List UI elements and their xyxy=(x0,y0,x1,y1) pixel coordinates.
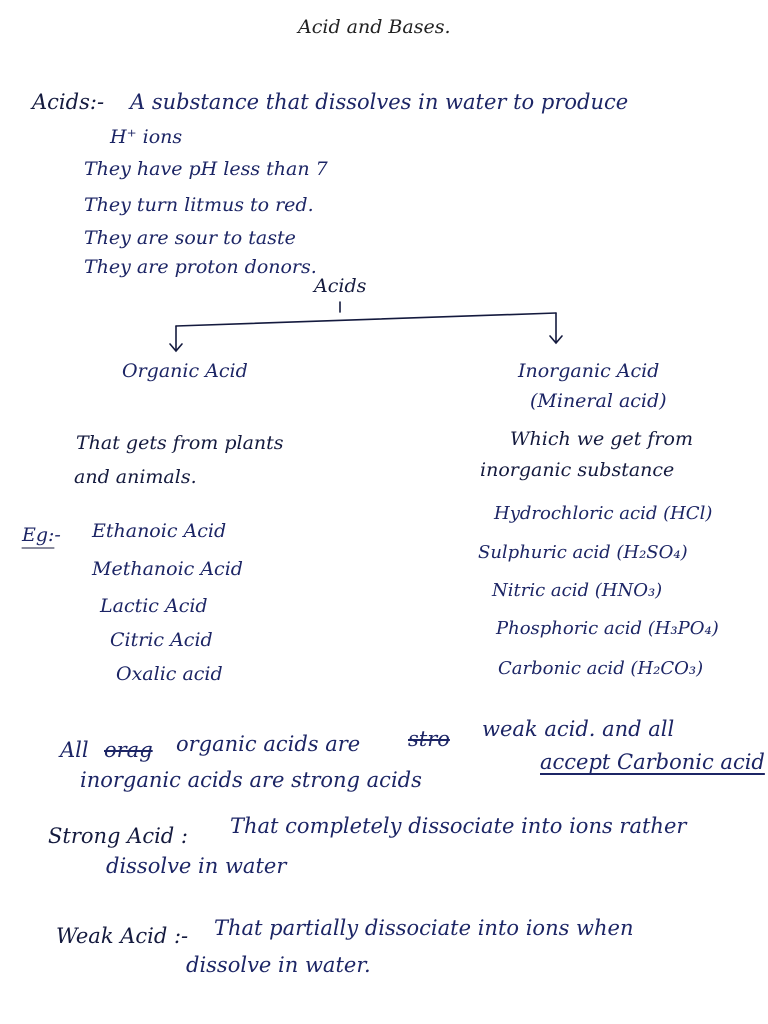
weak-acid-def-line1: That partially dissociate into ions when xyxy=(214,916,634,940)
note-part-1: organic acids are xyxy=(176,732,361,756)
inorganic-desc-line1: Which we get from xyxy=(510,428,693,450)
organic-example-5: Oxalic acid xyxy=(116,663,223,685)
acid-property-4: They are proton donors. xyxy=(84,256,317,278)
note-exception: accept Carbonic acid xyxy=(540,750,765,774)
note-all: All xyxy=(60,738,89,762)
strong-acid-term: Strong Acid : xyxy=(48,824,188,848)
example-label: Eg:- xyxy=(22,524,61,546)
left-arrow-head xyxy=(169,343,183,353)
organic-desc-line1: That gets from plants xyxy=(76,432,284,454)
acids-definition-line1: A substance that dissolves in water to p… xyxy=(130,90,629,114)
organic-example-2: Methanoic Acid xyxy=(92,558,243,580)
right-arrow-head xyxy=(549,335,563,345)
inorganic-example-1: Hydrochloric acid (HCl) xyxy=(494,503,713,524)
inorganic-acid-title: Inorganic Acid xyxy=(518,360,660,382)
inorganic-desc-line2: inorganic substance xyxy=(480,459,675,481)
inorganic-example-5: Carbonic acid (H₂CO₃) xyxy=(498,658,704,679)
weak-acid-term: Weak Acid :- xyxy=(56,924,189,948)
note-struck-word-1: orag xyxy=(104,738,153,762)
strong-acid-def-line2: dissolve in water xyxy=(106,854,287,878)
tree-bar xyxy=(175,312,557,327)
acids-definition-line2: H⁺ ions xyxy=(110,126,183,148)
organic-example-1: Ethanoic Acid xyxy=(92,520,227,542)
organic-acid-title: Organic Acid xyxy=(122,360,248,382)
organic-desc-line2: and animals. xyxy=(74,466,197,488)
note-struck-word-2: stro xyxy=(408,727,450,751)
acid-property-1: They have pH less than 7 xyxy=(84,158,328,180)
weak-acid-def-line2: dissolve in water. xyxy=(186,953,371,977)
inorganic-example-4: Phosphoric acid (H₃PO₄) xyxy=(496,618,719,639)
tree-root-label: Acids xyxy=(314,275,367,297)
note-part-3: inorganic acids are strong acids xyxy=(80,768,422,792)
inorganic-example-3: Nitric acid (HNO₃) xyxy=(492,580,663,601)
strong-acid-def-line1: That completely dissociate into ions rat… xyxy=(230,814,687,838)
inorganic-example-2: Sulphuric acid (H₂SO₄) xyxy=(478,542,688,563)
page-title: Acid and Bases. xyxy=(298,16,451,38)
acid-property-3: They are sour to taste xyxy=(84,227,296,249)
organic-example-4: Citric Acid xyxy=(110,629,213,651)
acid-property-2: They turn litmus to red. xyxy=(84,194,314,216)
note-part-2: weak acid. and all xyxy=(482,717,675,741)
organic-example-3: Lactic Acid xyxy=(100,595,208,617)
acids-term: Acids:- xyxy=(32,90,105,114)
inorganic-acid-subtitle: (Mineral acid) xyxy=(530,390,667,412)
